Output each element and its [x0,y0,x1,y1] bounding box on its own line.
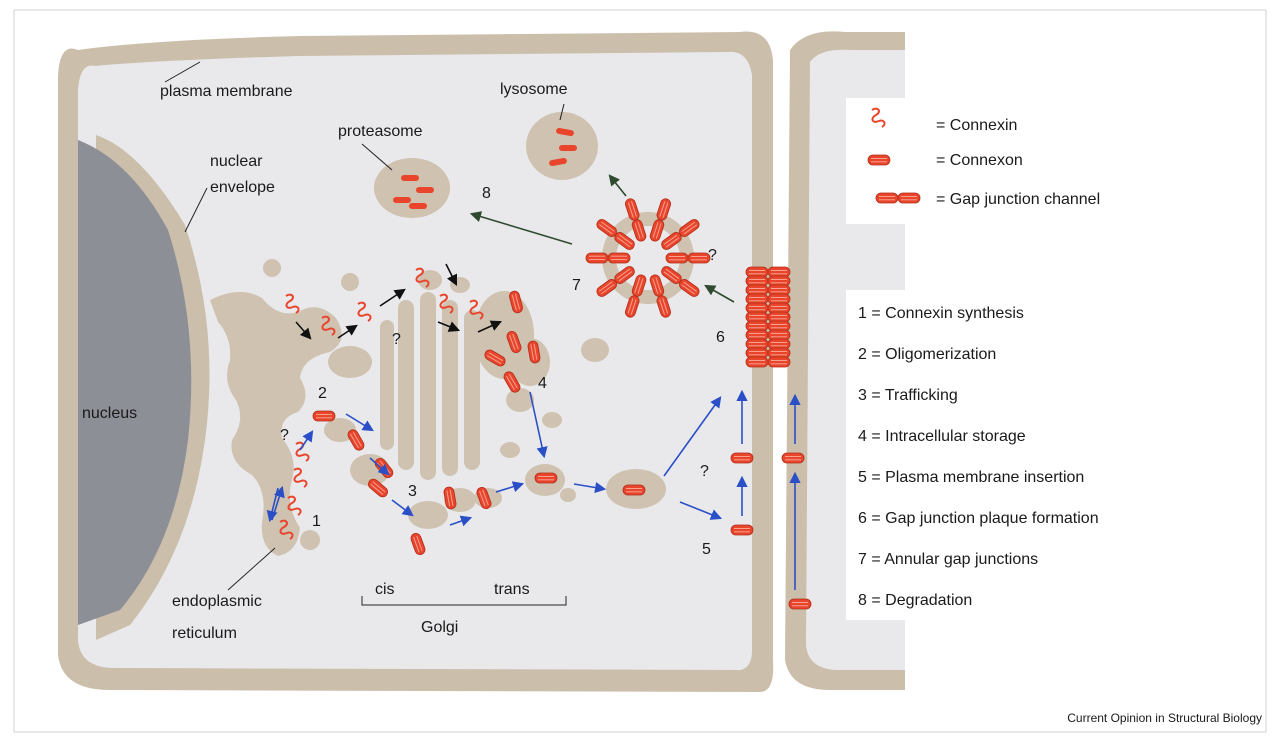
label-proteasome: proteasome [338,123,423,140]
key-item-8: 8 = Degradation [858,592,972,609]
key-item-6: 6 = Gap junction plaque formation [858,510,1099,527]
key-item-3: 3 = Trafficking [858,387,958,404]
connexon [623,485,645,495]
er-vesicle [300,530,320,550]
connexon [789,599,811,609]
degraded-connexin [416,187,434,193]
degraded-connexin [409,203,427,209]
label-plasma-membrane: plasma membrane [160,83,293,100]
step-number-1: 1 [312,513,321,530]
er-vesicle [263,259,281,277]
label-lysosome: lysosome [500,81,568,98]
degraded-connexin [401,175,419,181]
label-nuclear: nuclear [210,153,263,170]
label-golgi: Golgi [421,619,458,636]
gap-junction-plaque [746,267,790,367]
legend-connexon: = Connexon [936,152,1023,169]
key-item-5: 5 = Plasma membrane insertion [858,469,1084,486]
step-number-8: 8 [482,185,491,202]
step-number-2: 2 [318,385,327,402]
key-item-2: 2 = Oligomerization [858,346,996,363]
degraded-connexin [393,197,411,203]
step-number-3: 3 [408,483,417,500]
label-cis: cis [375,581,395,598]
question-mark: ? [392,331,401,348]
label-reticulum: reticulum [172,625,237,642]
legend-gap-junction-channel: = Gap junction channel [936,191,1100,208]
legend-connexon-icon [868,155,890,165]
step-number-6: 6 [716,329,725,346]
key-item-7: 7 = Annular gap junctions [858,551,1038,568]
figure-credit: Current Opinion in Structural Biology [1067,711,1262,725]
connexon [313,411,335,421]
label-nucleus: nucleus [82,405,137,422]
key-item-4: 4 = Intracellular storage [858,428,1026,445]
key-box [846,290,1176,620]
step-number-4: 4 [538,375,547,392]
step-number-7: 7 [572,277,581,294]
connexon [535,473,557,483]
connexon [731,453,753,463]
label-envelope: envelope [210,179,275,196]
question-mark: ? [700,463,709,480]
connexon [731,525,753,535]
question-mark: ? [708,247,717,264]
label-trans: trans [494,581,530,598]
label-endoplasmic: endoplasmic [172,593,262,610]
step-number-5: 5 [702,541,711,558]
legend-connexin: = Connexin [936,117,1017,134]
question-mark: ? [280,427,289,444]
connexon [782,453,804,463]
degraded-connexin [559,145,577,151]
key-item-1: 1 = Connexin synthesis [858,305,1024,322]
er-vesicle [341,273,359,291]
